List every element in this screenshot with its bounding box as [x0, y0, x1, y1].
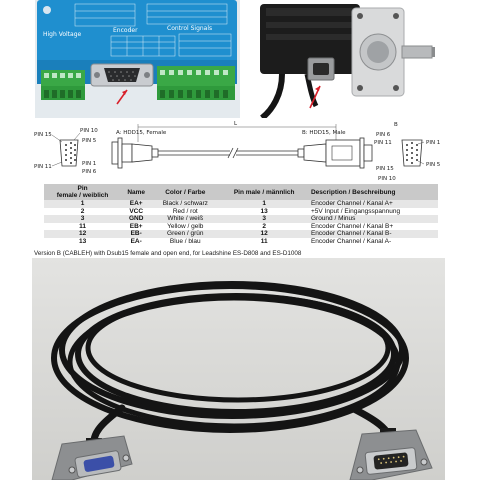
header-pin-male: Pin male / männlich — [219, 184, 309, 200]
cable-illustration — [32, 258, 445, 480]
diagram-left-pin11: PIN 11 — [34, 164, 52, 170]
pin-table: Pin female / weiblich Name Color / Farbe… — [44, 184, 438, 246]
diagram-label-b: B: HDD15, Male — [302, 130, 346, 136]
diagram-cable: L — [137, 121, 337, 159]
table-row: 13 EA- Blue / blau 11 Encoder Channel / … — [44, 237, 438, 246]
header-pin-female: Pin female / weiblich — [44, 184, 122, 200]
diagram-right-connector-face: B PIN 6 PIN 11 PIN 15 PIN 10 PIN 1 PIN 5 — [374, 122, 441, 182]
motor-photo — [252, 0, 447, 118]
driver-photo: High Voltage Encoder Control Signals — [35, 0, 240, 118]
motor-encoder-connector — [307, 57, 335, 81]
diagram-label-a: A: HDD15, Female — [116, 130, 167, 136]
male-db15-connector — [349, 429, 433, 480]
diagram-length-label: L — [234, 121, 238, 127]
motor-illustration — [252, 0, 447, 118]
motor-flange — [351, 7, 405, 97]
diagram-right-pin5: PIN 5 — [426, 162, 441, 168]
table-row: 12 EB- Green / grün 12 Encoder Channel /… — [44, 230, 438, 238]
table-row: 2 VCC Red / rot 13 +5V Input / Eingangss… — [44, 207, 438, 216]
table-row: 3 GND White / weiß 3 Ground / Minus — [44, 215, 438, 223]
cable-photo — [32, 258, 445, 480]
coiled-cable — [51, 281, 409, 450]
diagram-left-pin15: PIN 15 — [34, 132, 52, 138]
diagram-left-pin6: PIN 6 — [82, 169, 97, 175]
diagram-left-connector-face: PIN 10 PIN 5 PIN 1 PIN 6 PIN 15 PIN 11 — [34, 128, 98, 175]
motor-shaft — [401, 45, 433, 59]
diagram-left-pin5: PIN 5 — [82, 138, 97, 144]
diagram-right-pin1: PIN 1 — [426, 140, 440, 146]
diagram-left-pin10: PIN 10 — [80, 128, 98, 134]
diagram-connector-a: A: HDD15, Female — [111, 130, 167, 169]
cable-diagram: PIN 10 PIN 5 PIN 1 PIN 6 PIN 15 PIN 11 A… — [34, 121, 441, 182]
pin-table-header: Pin female / weiblich Name Color / Farbe… — [44, 184, 438, 200]
label-high-voltage: High Voltage — [43, 31, 82, 38]
header-description: Description / Beschreibung — [308, 184, 438, 200]
table-row: 11 EB+ Yellow / gelb 2 Encoder Channel /… — [44, 222, 438, 231]
table-row: 1 EA+ Black / schwarz 1 Encoder Channel … — [44, 200, 438, 208]
terminal-block-control — [157, 66, 235, 100]
header-color: Color / Farbe — [151, 184, 220, 200]
diagram-right-pin11: PIN 11 — [374, 140, 392, 146]
diagram-right-pin6: PIN 6 — [376, 132, 391, 138]
diagram-right-pin10: PIN 10 — [378, 176, 396, 182]
driver-db15-port — [90, 63, 154, 87]
driver-illustration: High Voltage Encoder Control Signals — [35, 0, 240, 118]
label-control-signals: Control Signals — [167, 25, 212, 32]
female-db15-connector — [51, 435, 133, 480]
label-encoder: Encoder — [113, 27, 138, 34]
version-note: Version B (CABLEH) with Dsub15 female an… — [34, 250, 302, 257]
diagram-connector-b: B: HDD15, Male — [297, 130, 373, 169]
header-name: Name — [121, 184, 152, 200]
diagram-side-b: B — [394, 122, 398, 128]
diagram-left-pin1: PIN 1 — [82, 161, 96, 167]
terminal-block-power — [41, 70, 85, 100]
diagram-right-pin15: PIN 15 — [376, 166, 394, 172]
